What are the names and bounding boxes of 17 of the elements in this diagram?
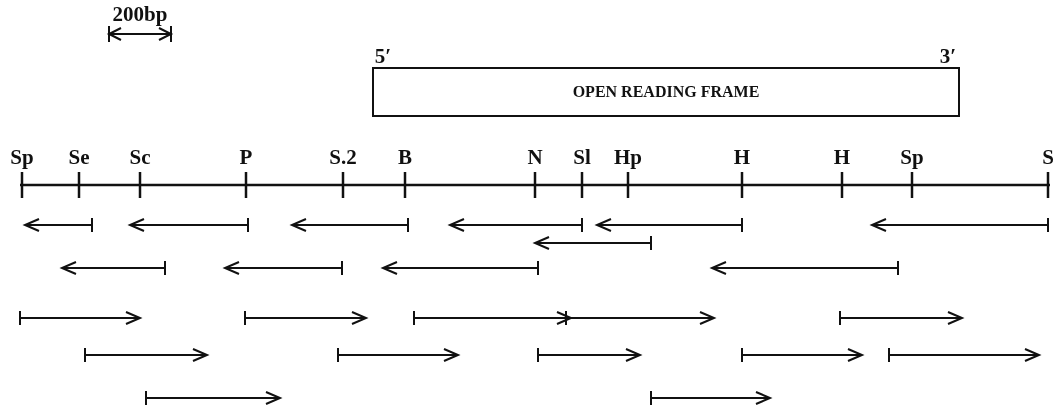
restriction-site-label: Sc [129,145,151,169]
restriction-site-label: S.2 [329,145,357,169]
restriction-site-label: Sp [10,145,34,169]
restriction-site-label: Hp [614,145,642,169]
restriction-site-label: Sl [573,145,591,169]
restriction-site-label: B [398,145,412,169]
restriction-site-label: H [733,145,751,169]
restriction-site-label: Sp [900,145,924,169]
restriction-site-label: Se [68,145,90,169]
restriction-site-label: S [1042,145,1054,169]
restriction-site-label: N [527,145,543,169]
end-label: 5′ [374,44,392,68]
scale-label: 200bp [112,2,168,26]
reading-frame-box: OPEN READING FRAME [372,67,960,117]
restriction-site-label: H [833,145,851,169]
restriction-site-label: P [239,145,253,169]
end-label: 3′ [939,44,957,68]
